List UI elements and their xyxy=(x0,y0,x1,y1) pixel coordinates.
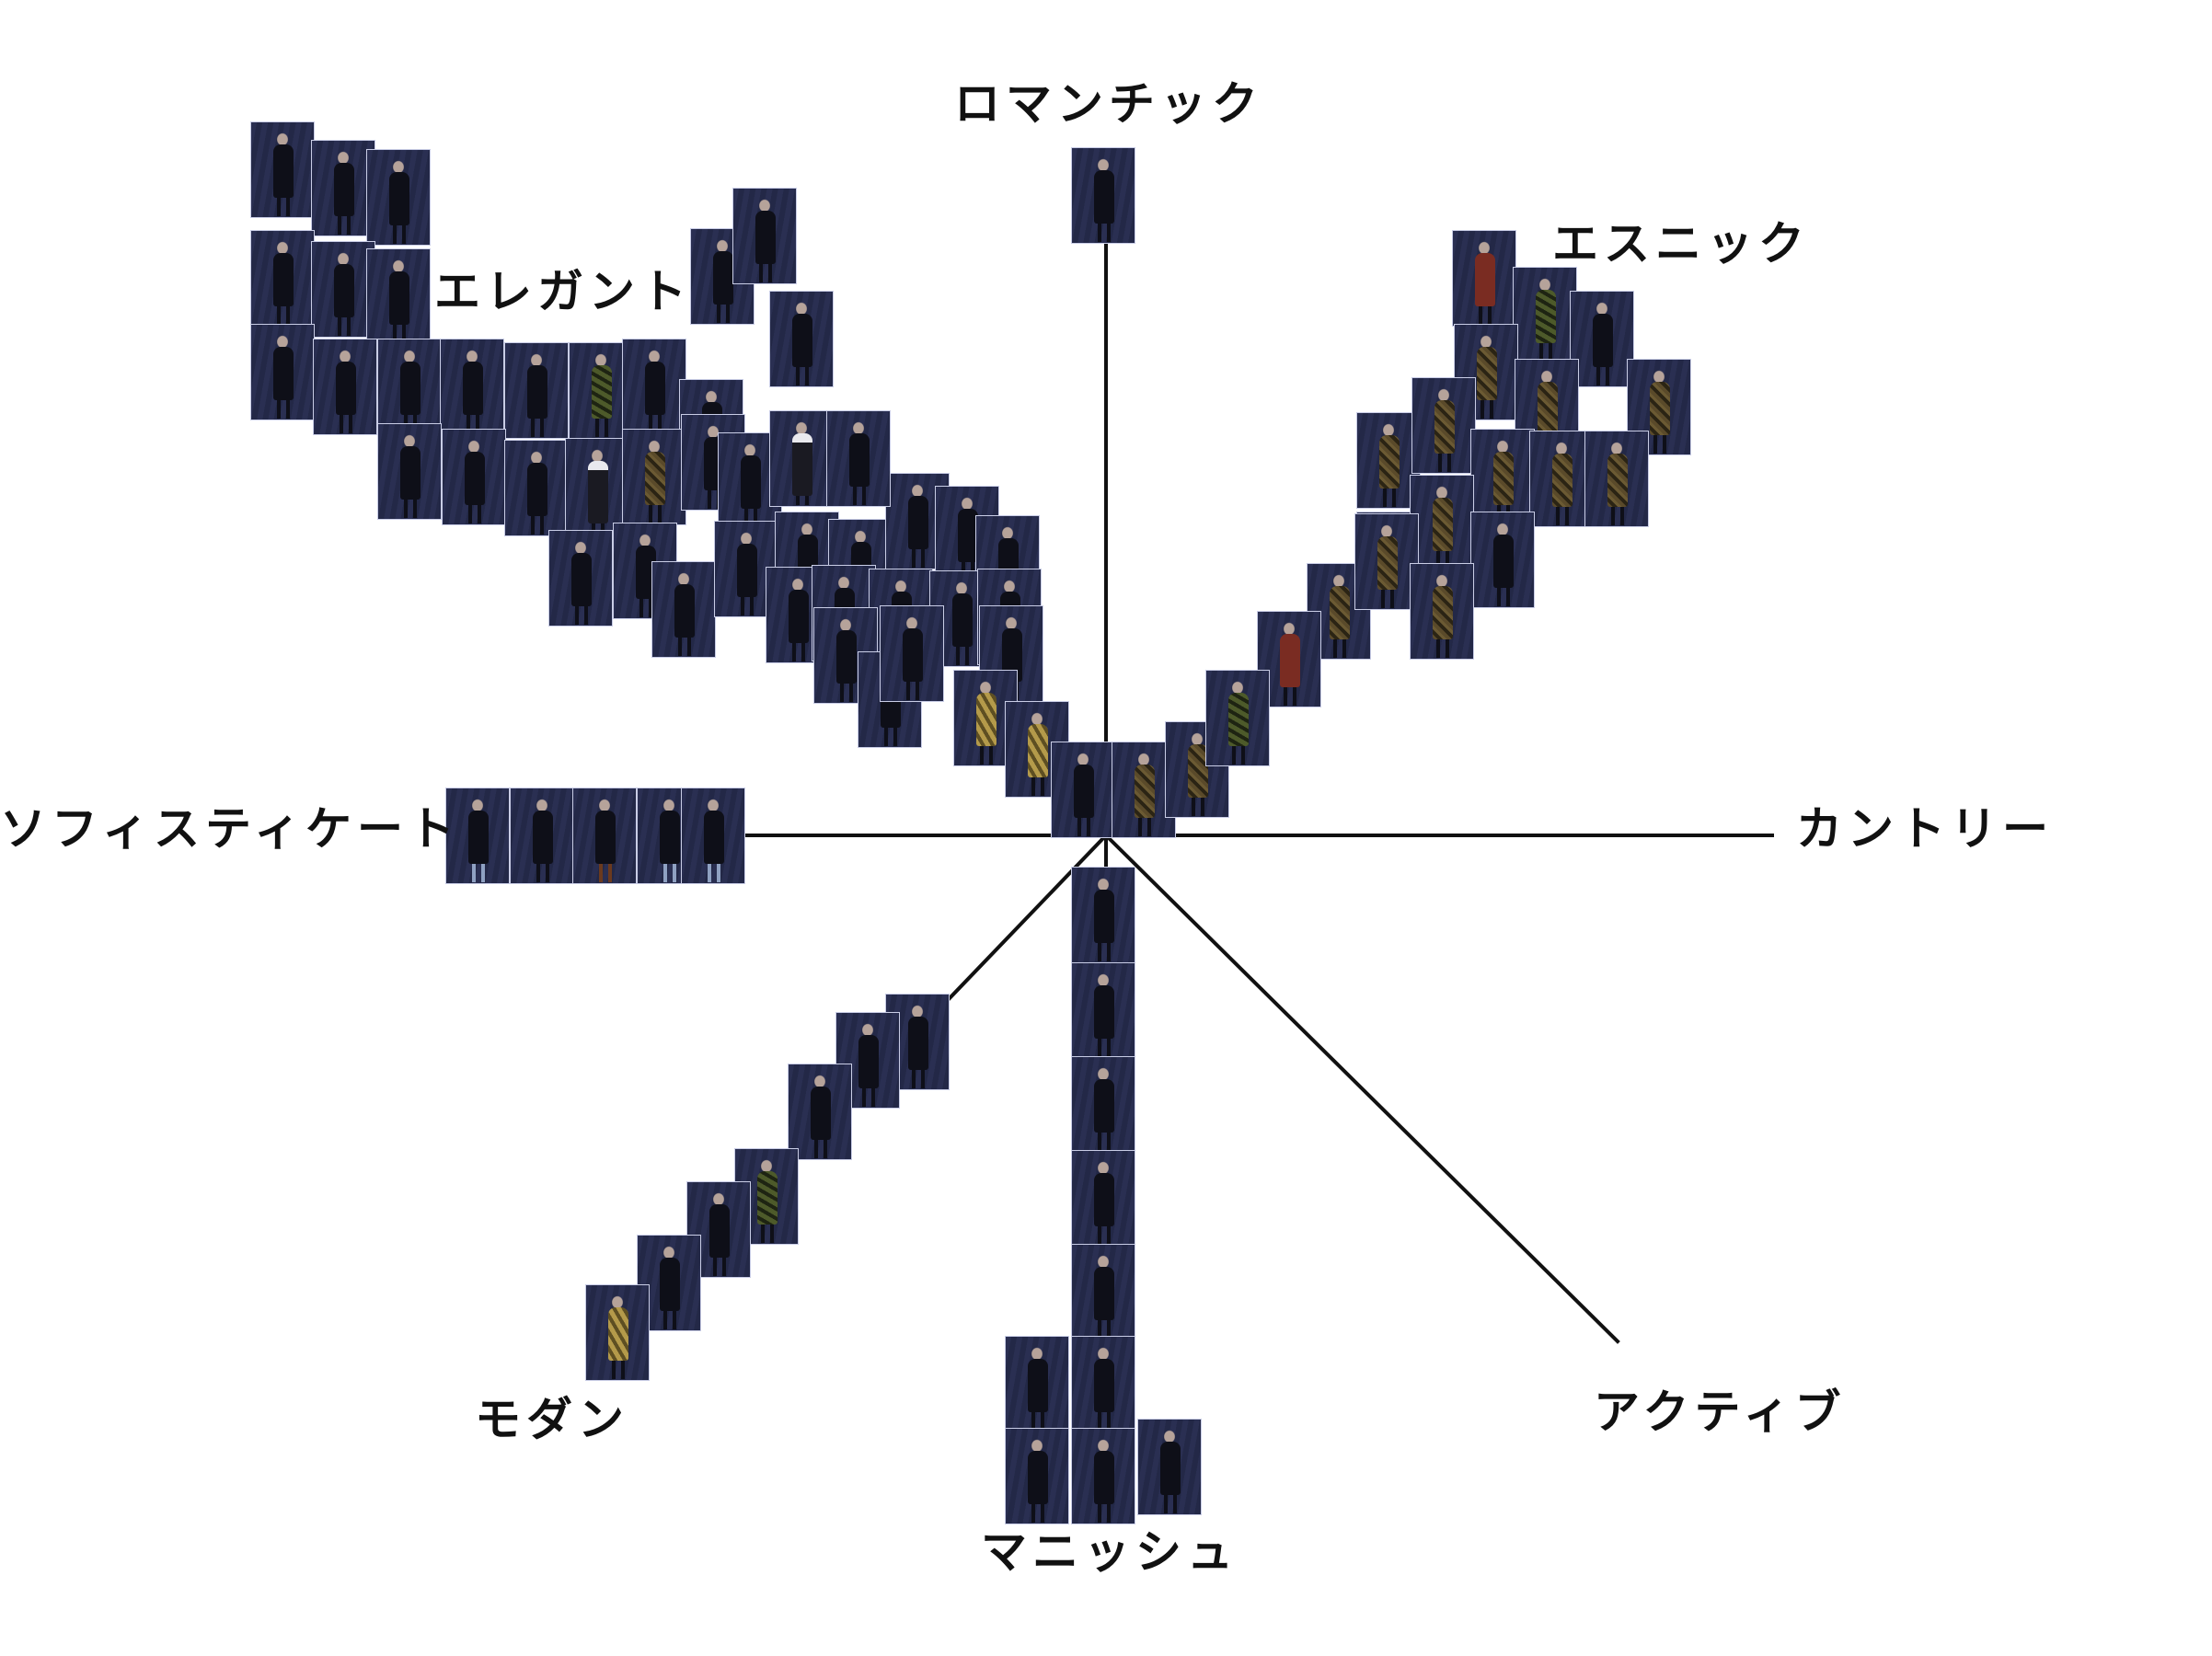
look-thumbnail xyxy=(826,410,891,507)
look-thumbnail xyxy=(572,788,637,884)
look-thumbnail xyxy=(880,605,944,702)
label-mannish: マニッシュ xyxy=(981,1525,1238,1579)
look-thumbnail xyxy=(769,410,834,507)
look-thumbnail xyxy=(313,339,377,435)
look-thumbnail xyxy=(1051,742,1115,838)
look-thumbnail xyxy=(1112,742,1176,838)
label-modern: モダン xyxy=(475,1393,629,1446)
look-thumbnail xyxy=(1071,962,1135,1059)
look-thumbnail xyxy=(1071,1336,1135,1432)
look-thumbnail xyxy=(769,291,834,387)
label-elegant: エレガント xyxy=(434,265,692,318)
look-thumbnail xyxy=(377,423,442,520)
look-thumbnail xyxy=(250,121,315,218)
look-thumbnail xyxy=(732,188,797,284)
look-thumbnail xyxy=(1071,1244,1135,1340)
look-thumbnail xyxy=(366,248,431,345)
look-thumbnail xyxy=(1410,563,1474,660)
look-thumbnail xyxy=(504,342,569,439)
look-thumbnail xyxy=(622,429,686,525)
look-thumbnail xyxy=(548,530,613,627)
look-thumbnail xyxy=(1205,670,1270,766)
label-active: アクティブ xyxy=(1594,1386,1847,1439)
look-thumbnail xyxy=(651,561,716,658)
look-thumbnail xyxy=(504,440,569,536)
look-thumbnail xyxy=(622,339,686,435)
look-thumbnail xyxy=(1470,512,1535,608)
look-thumbnail xyxy=(1165,721,1229,818)
look-thumbnail xyxy=(585,1284,650,1381)
look-thumbnail xyxy=(442,429,506,525)
look-thumbnail xyxy=(440,339,504,435)
axis-line-modern xyxy=(947,833,1109,1001)
look-thumbnail xyxy=(1356,412,1421,509)
look-thumbnail xyxy=(569,342,633,439)
look-thumbnail xyxy=(377,339,442,435)
look-thumbnail xyxy=(366,149,431,246)
label-country: カントリー xyxy=(1796,802,2054,856)
look-thumbnail xyxy=(681,788,745,884)
look-thumbnail xyxy=(311,241,375,338)
look-thumbnail xyxy=(445,788,510,884)
label-sophisticate: ソフィスティケート xyxy=(0,802,460,856)
look-thumbnail xyxy=(1452,230,1516,327)
look-thumbnail xyxy=(1005,1428,1069,1524)
label-romantic: ロマンチック xyxy=(954,77,1263,131)
look-thumbnail xyxy=(1411,377,1476,474)
look-thumbnail xyxy=(1071,1428,1135,1524)
look-thumbnail xyxy=(1071,147,1135,244)
look-thumbnail xyxy=(565,438,629,535)
look-thumbnail xyxy=(1513,267,1577,363)
look-thumbnail xyxy=(250,324,315,420)
look-thumbnail xyxy=(250,230,315,327)
look-thumbnail xyxy=(1584,431,1649,527)
look-thumbnail xyxy=(1410,475,1474,571)
look-thumbnail xyxy=(510,788,574,884)
look-thumbnail xyxy=(1071,1056,1135,1153)
look-thumbnail xyxy=(1005,1336,1069,1432)
label-ethnic: エスニック xyxy=(1552,217,1810,270)
look-thumbnail xyxy=(1354,513,1419,610)
look-thumbnail xyxy=(1137,1419,1202,1515)
look-thumbnail xyxy=(1071,1150,1135,1247)
look-thumbnail xyxy=(1570,291,1634,387)
look-thumbnail xyxy=(1071,867,1135,963)
look-thumbnail xyxy=(637,1235,701,1331)
axis-line-active xyxy=(1103,833,1620,1344)
look-thumbnail xyxy=(788,1064,852,1160)
